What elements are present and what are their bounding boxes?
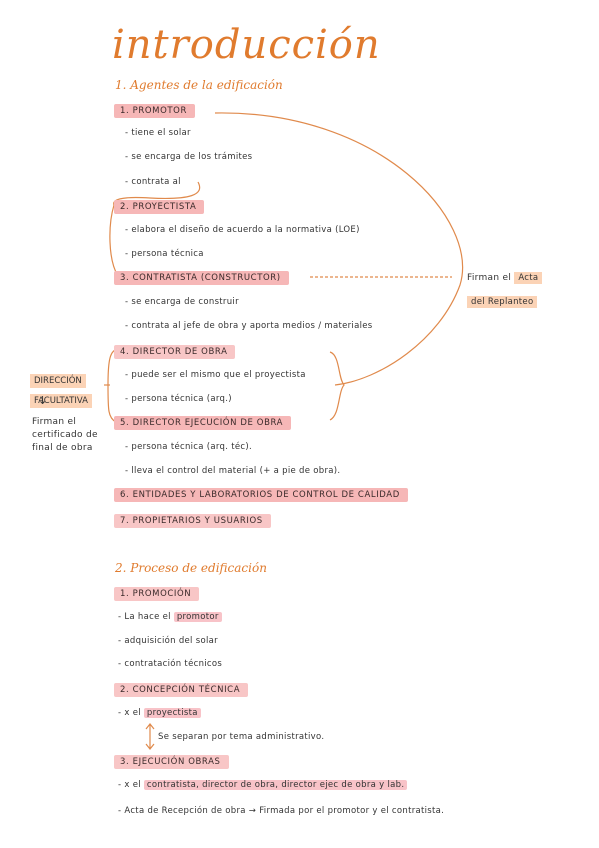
promotor-highlight: promotor (173, 612, 222, 622)
direccion-line2: FACULTATIVA (30, 394, 92, 408)
proyectista-highlight: proyectista (143, 708, 201, 718)
promocion-item-2: - adquisición del solar (118, 636, 218, 646)
promocion-tag: 1. PROMOCIÓN (114, 587, 200, 601)
concepcion-note: Se separan por tema administrativo. (158, 732, 325, 742)
agent-item: - lleva el control del material (+ a pie… (125, 466, 341, 476)
bracket-right (329, 351, 345, 421)
arc-promotor (214, 112, 464, 386)
agent-entidades-tag: 6. ENTIDADES Y LABORATORIOS DE CONTROL D… (114, 488, 408, 502)
agent-item: - contrata al jefe de obra y aporta medi… (125, 321, 373, 331)
agent-item: - se encarga de construir (125, 297, 239, 307)
agent-item: - contrata al (125, 177, 181, 187)
certificado-line: certificado de (32, 430, 98, 440)
certificado-line: final de obra (32, 443, 93, 453)
firman-acta: Firman el Acta (467, 272, 543, 285)
ejecucion-item-1: - x el contratista, director de obra, di… (118, 780, 408, 790)
line-proyectista-contratista (109, 204, 119, 277)
agent-item: - persona técnica (arq. téc). (125, 442, 253, 452)
concepcion-item-1-text: - x el (118, 708, 141, 718)
agent-director-ejecucion-tag: 5. DIRECTOR EJECUCIÓN DE OBRA (114, 416, 292, 430)
promocion-item-1: - La hace el promotor (118, 612, 222, 622)
direccion-line1: DIRECCIÓN (30, 374, 86, 388)
arrow-down-icon: ↓ (38, 394, 48, 407)
agent-proyectista-tag: 2. PROYECTISTA (114, 200, 205, 214)
agent-director-obra-tag: 4. DIRECTOR DE OBRA (114, 345, 236, 359)
acta-tag: Acta (514, 272, 543, 284)
ejecucion-item-2: - Acta de Recepción de obra → Firmada po… (118, 806, 445, 816)
direccion-facultativa: DIRECCIÓN FACULTATIVA (30, 368, 92, 408)
agent-item: - se encarga de los trámites (125, 152, 253, 162)
agentes-highlight: contratista, director de obra, director … (143, 780, 408, 790)
page-title: introducción (112, 22, 381, 68)
certificado-note: Firman el certificado de final de obra (32, 416, 98, 455)
arrow-concepcion (145, 723, 155, 750)
section2-heading: 2. Proceso de edificación (115, 561, 267, 575)
certificado-line: Firman el (32, 417, 77, 427)
promocion-item-3: - contratación técnicos (118, 659, 223, 669)
concepcion-tag: 2. CONCEPCIÓN TÉCNICA (114, 683, 249, 697)
agent-item: - tiene el solar (125, 128, 191, 138)
ejecucion-tag: 3. EJECUCIÓN OBRAS (114, 755, 229, 769)
agent-item: - elabora el diseño de acuerdo a la norm… (125, 225, 360, 235)
concepcion-item-1: - x el proyectista (118, 708, 201, 718)
ejecucion-item-1-text: - x el (118, 780, 141, 790)
replanteo-tag: del Replanteo (467, 296, 538, 308)
firman-prefix: Firman el (467, 273, 512, 283)
agent-item: - persona técnica (125, 249, 204, 259)
agent-item: - puede ser el mismo que el proyectista (125, 370, 306, 380)
promocion-item-1-text: - La hace el (118, 612, 171, 622)
agent-propietarios-tag: 7. PROPIETARIOS Y USUARIOS (114, 514, 271, 528)
agent-promotor-tag: 1. PROMOTOR (114, 104, 195, 118)
agent-item: - persona técnica (arq.) (125, 394, 232, 404)
agent-contratista-tag: 3. CONTRATISTA (CONSTRUCTOR) (114, 271, 289, 285)
section1-heading: 1. Agentes de la edificación (115, 78, 283, 92)
replanteo: del Replanteo (467, 296, 538, 309)
